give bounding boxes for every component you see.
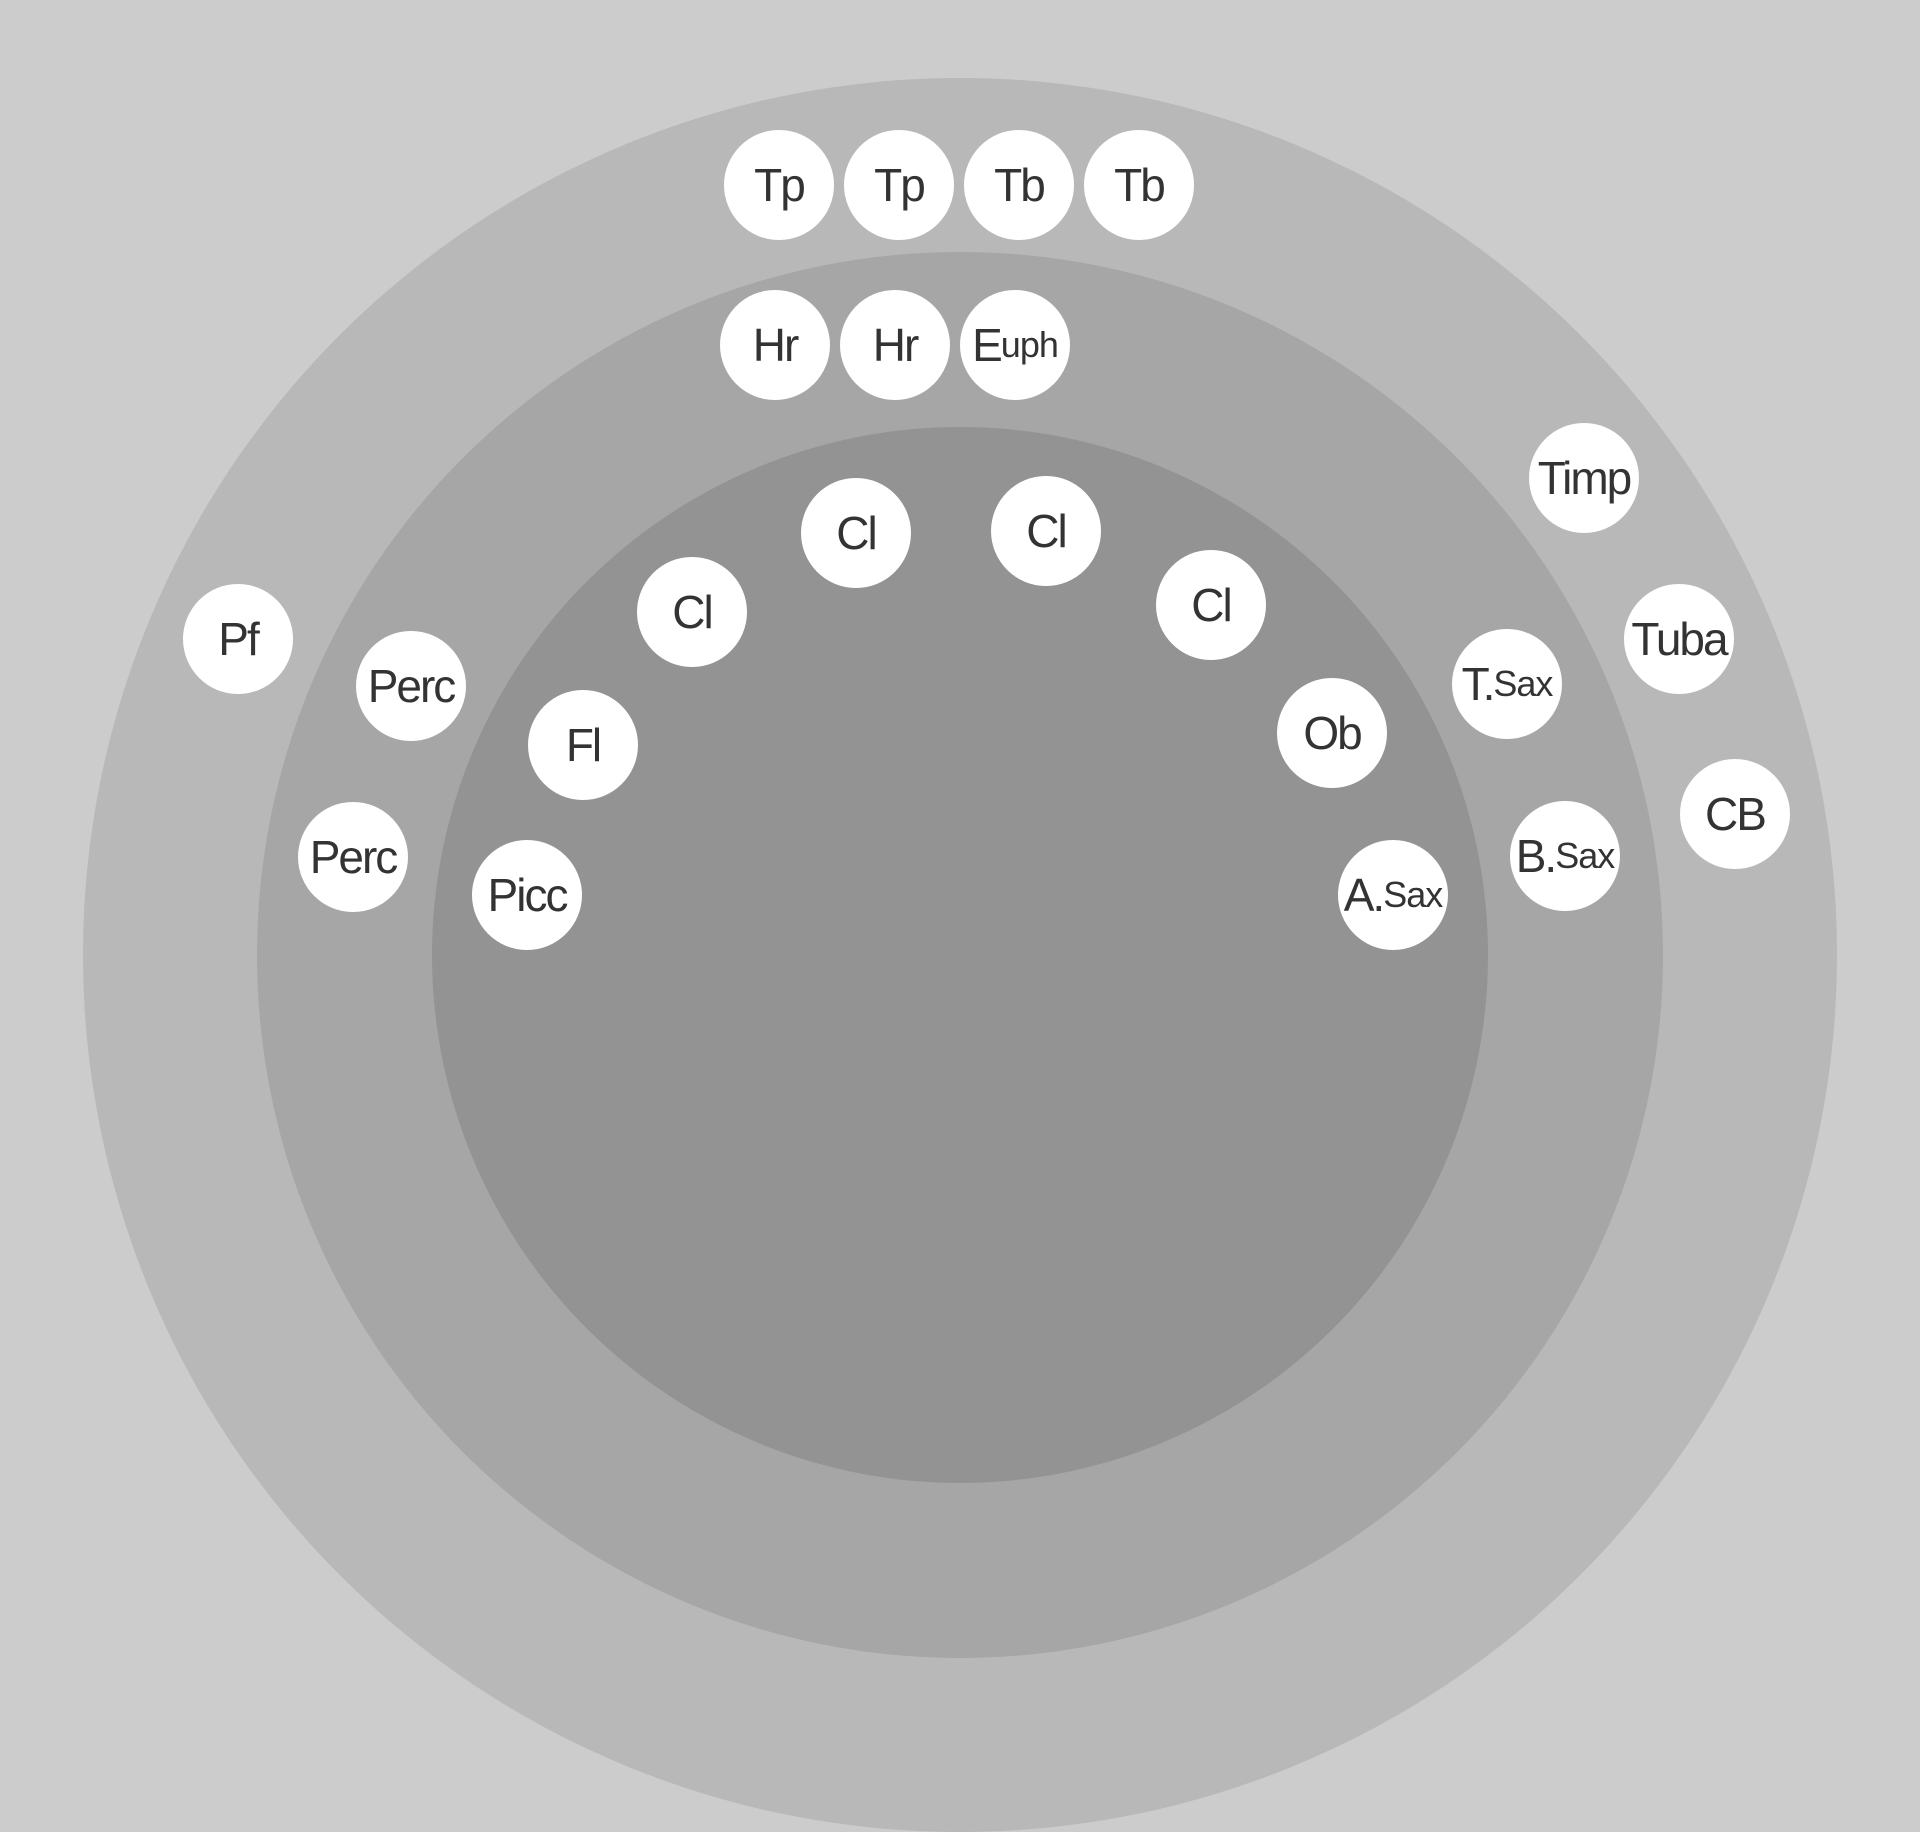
seat-ob[interactable]: Ob xyxy=(1277,678,1387,788)
seat-label: Cl xyxy=(1191,579,1232,631)
seat-hr[interactable]: Hr xyxy=(720,290,830,400)
seat-b-sax[interactable]: B.Sax xyxy=(1510,801,1620,911)
seat-cl[interactable]: Cl xyxy=(1156,550,1266,660)
seat-pf[interactable]: Pf xyxy=(183,584,293,694)
seat-cl[interactable]: Cl xyxy=(637,557,747,667)
seat-label: Pf xyxy=(218,613,259,665)
seat-label: Tuba xyxy=(1631,613,1728,665)
seat-label: Timp xyxy=(1537,452,1633,504)
seat-label-suffix: Sax xyxy=(1555,835,1615,876)
seat-picc[interactable]: Picc xyxy=(472,840,582,950)
seat-perc[interactable]: Perc xyxy=(356,631,466,741)
seat-label: T. xyxy=(1461,658,1496,710)
seat-tb[interactable]: Tb xyxy=(964,130,1074,240)
seat-cl[interactable]: Cl xyxy=(991,476,1101,586)
seat-label: Tb xyxy=(994,159,1046,211)
seat-label: Perc xyxy=(309,831,399,883)
seat-label: Ob xyxy=(1303,707,1362,759)
seat-label: Tp xyxy=(874,159,926,211)
seat-hr[interactable]: Hr xyxy=(840,290,950,400)
seat-tuba[interactable]: Tuba xyxy=(1624,584,1734,694)
seat-timp[interactable]: Timp xyxy=(1529,423,1639,533)
seat-label: B. xyxy=(1515,830,1557,882)
seat-cl[interactable]: Cl xyxy=(801,478,911,588)
seat-label: Tb xyxy=(1114,159,1166,211)
seat-label: Cl xyxy=(672,586,713,638)
seat-perc[interactable]: Perc xyxy=(298,802,408,912)
seat-a-sax[interactable]: A.Sax xyxy=(1338,840,1448,950)
seat-label: Tp xyxy=(754,159,806,211)
seat-label: Cl xyxy=(836,507,877,559)
seat-label-suffix: uph xyxy=(1000,324,1059,365)
inner-ring xyxy=(432,427,1488,1483)
seat-tp[interactable]: Tp xyxy=(724,130,834,240)
seat-t-sax[interactable]: T.Sax xyxy=(1452,629,1562,739)
seat-label: Picc xyxy=(487,869,569,921)
seat-label: CB xyxy=(1705,788,1767,840)
seat-tp[interactable]: Tp xyxy=(844,130,954,240)
seat-label: A. xyxy=(1343,869,1385,921)
seat-fl[interactable]: Fl xyxy=(528,690,638,800)
seat-label-suffix: Sax xyxy=(1493,663,1553,704)
seat-label: Perc xyxy=(367,660,457,712)
seat-label: Fl xyxy=(565,719,602,771)
seat-label-suffix: Sax xyxy=(1383,874,1443,915)
seat-cb[interactable]: CB xyxy=(1680,759,1790,869)
seat-label: Cl xyxy=(1026,505,1067,557)
seat-tb[interactable]: Tb xyxy=(1084,130,1194,240)
seat-label: Hr xyxy=(752,319,800,371)
seat-label: E xyxy=(972,319,1003,371)
seat-label: Hr xyxy=(872,319,920,371)
